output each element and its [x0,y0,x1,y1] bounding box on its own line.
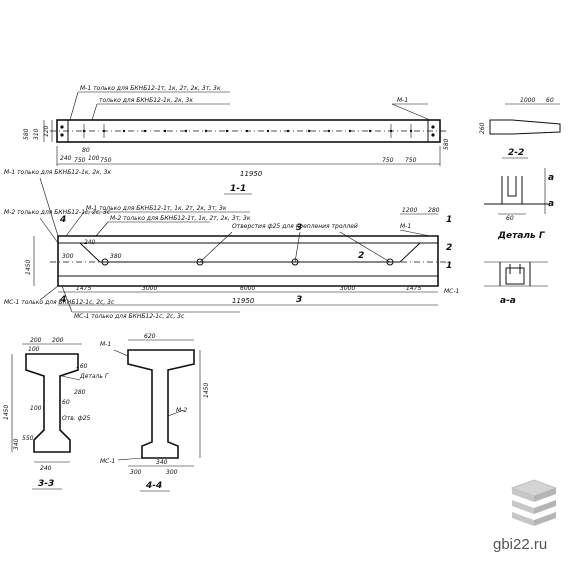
elevation-dim-1475-b: 1475 [406,285,421,292]
elevation-tag-m1: М-1 [400,223,411,230]
s44-dim-300-a: 300 [130,469,142,476]
left-note-mc1: МС-1 только для БКНБ12-1с, 2с, 3с [4,299,115,306]
detail-g-dim-60: 60 [506,215,514,222]
section-mark-3-top: 3 [296,223,302,233]
s44-tag-mc1: МС-1 [100,458,115,465]
section-3-3-outline [25,353,79,453]
section-mark-4-top: 4 [59,215,66,225]
s44-dim-620: 620 [144,333,156,340]
detail-2-2-profile [489,119,561,135]
s33-dim-1450: 1450 [3,405,10,420]
detail-2-2-dim-60: 60 [546,97,554,104]
s44-dim-1450: 1450 [203,383,210,398]
elevation-dim-280: 280 [428,207,440,214]
top-dim-total: 11950 [240,170,263,178]
section-mark-3-bottom: 3 [296,295,302,305]
section-mark-2: 2 [358,251,364,261]
s33-dim-280: 280 [74,389,86,396]
top-dim-750-a: 750 [74,157,86,164]
section-mark-1-top: 1 [446,215,452,225]
detail-2-2-dim-260: 260 [479,122,486,134]
top-dim-240: 240 [60,155,72,162]
stacked-slabs-logo-icon [510,479,558,526]
top-dim-80: 80 [82,147,90,154]
watermark-site-text: gbi22.ru [493,536,548,553]
elevation-dim-240: 240 [84,239,96,246]
left-note-m2: М-2 только для БКНБ12-1с, 2с, 3с [4,209,111,216]
elevation-note-m1: М-1 только для БКНБ12-1т, 1к, 2т, 2к, 3т… [86,205,227,212]
s33-dim-60: 60 [62,399,70,406]
s33-detail-ref: Деталь Г [79,373,109,380]
elevation-tag-mc1: МС-1 [444,288,459,295]
s33-dim-550: 550 [22,435,34,442]
elevation-dim-380: 380 [110,253,122,260]
top-view: М-1 только для БКНБ12-1т, 1к, 2т, 2к, 3т… [23,85,450,178]
top-note-m1: М-1 только для БКНБ12-1т, 1к, 2т, 2к, 3т… [80,85,221,92]
s33-dim-100-b: 100 [30,405,42,412]
top-dim-750-d: 750 [405,157,417,164]
section-mark-1-bottom: 1 [446,261,452,271]
elevation-dim-1450: 1450 [25,260,32,275]
elevation-view: Отверстия ф25 для крепления троллей М-1 … [4,169,459,320]
s33-dim-200-b: 200 [52,337,64,344]
top-dim-310: 310 [33,128,40,140]
detail-g-title: Деталь Г [497,231,546,241]
top-dim-580: 580 [23,128,30,140]
elevation-dim-1475-a: 1475 [76,285,91,292]
elevation-note-m2: М-2 только для БКНБ12-1т, 1к, 2т, 2к, 3т… [110,215,251,222]
top-dim-100: 100 [88,155,100,162]
elevation-dim-6000: 6000 [240,285,255,292]
section-mark-4-bottom: 4 [59,295,66,305]
s33-hole-note: Отв. ф25 [62,415,91,422]
s44-dim-300-b: 300 [166,469,178,476]
detail-g: a a 60 Деталь Г [484,168,554,241]
s33-dim-340: 340 [13,438,20,450]
detail-a-a: а-а [484,261,548,306]
detail-2-2-dim-1000: 1000 [520,97,535,104]
top-note-only: только для БКНБ12-1к, 2к, 3к [99,97,193,104]
elevation-dim-3000-b: 3000 [340,285,355,292]
elevation-dim-300: 300 [62,253,74,260]
section-4-4: 620 1450 М-1 М-2 МС-1 340 300 300 4-4 [100,333,210,492]
detail-2-2-title: 2-2 [508,148,524,158]
detail-a-a-title: а-а [500,296,516,306]
s33-dim-200-a: 200 [30,337,42,344]
detail-2-2: 1000 60 260 2-2 [479,97,561,159]
s33-dim-100: 100 [28,346,40,353]
s44-tag-m2: М-2 [176,407,187,414]
top-dim-750-b: 750 [100,157,112,164]
detail-g-mark-a-bottom: a [548,199,554,209]
section-3-3-title: 3-3 [38,479,54,489]
left-note-m1: М-1 только для БКНБ12-1к, 2к, 3к [4,169,111,176]
s44-tag-m1: М-1 [100,341,111,348]
top-dim-580-right: 580 [443,138,450,150]
section-4-4-title: 4-4 [145,481,162,491]
top-loop-markers [60,125,435,137]
elevation-dim-total: 11950 [232,297,255,305]
top-tag-m1: М-1 [397,97,408,104]
s44-dim-340: 340 [156,459,168,466]
detail-g-mark-a-top: a [548,173,554,183]
section-1-1-title: 1-1 [230,184,246,194]
top-dim-750-c: 750 [382,157,394,164]
section-mark-2-right: 2 [446,243,452,253]
elevation-outline [57,235,439,287]
elevation-dim-3000-a: 3000 [142,285,157,292]
s33-dim-240: 240 [40,465,52,472]
s33-dim-160: 160 [76,363,88,370]
holes-note: Отверстия ф25 для крепления троллей [232,223,358,230]
section-3-3: 200 200 100 1450 340 160 280 60 100 Отв.… [3,337,109,490]
elevation-bottom-note: МС-1 только для БКНБ12-1с, 2с, 3с [74,313,185,320]
trolley-holes [101,258,394,266]
top-dim-120: 120 [43,125,50,137]
elevation-dim-1200: 1200 [402,207,417,214]
section-4-4-outline [127,349,195,459]
